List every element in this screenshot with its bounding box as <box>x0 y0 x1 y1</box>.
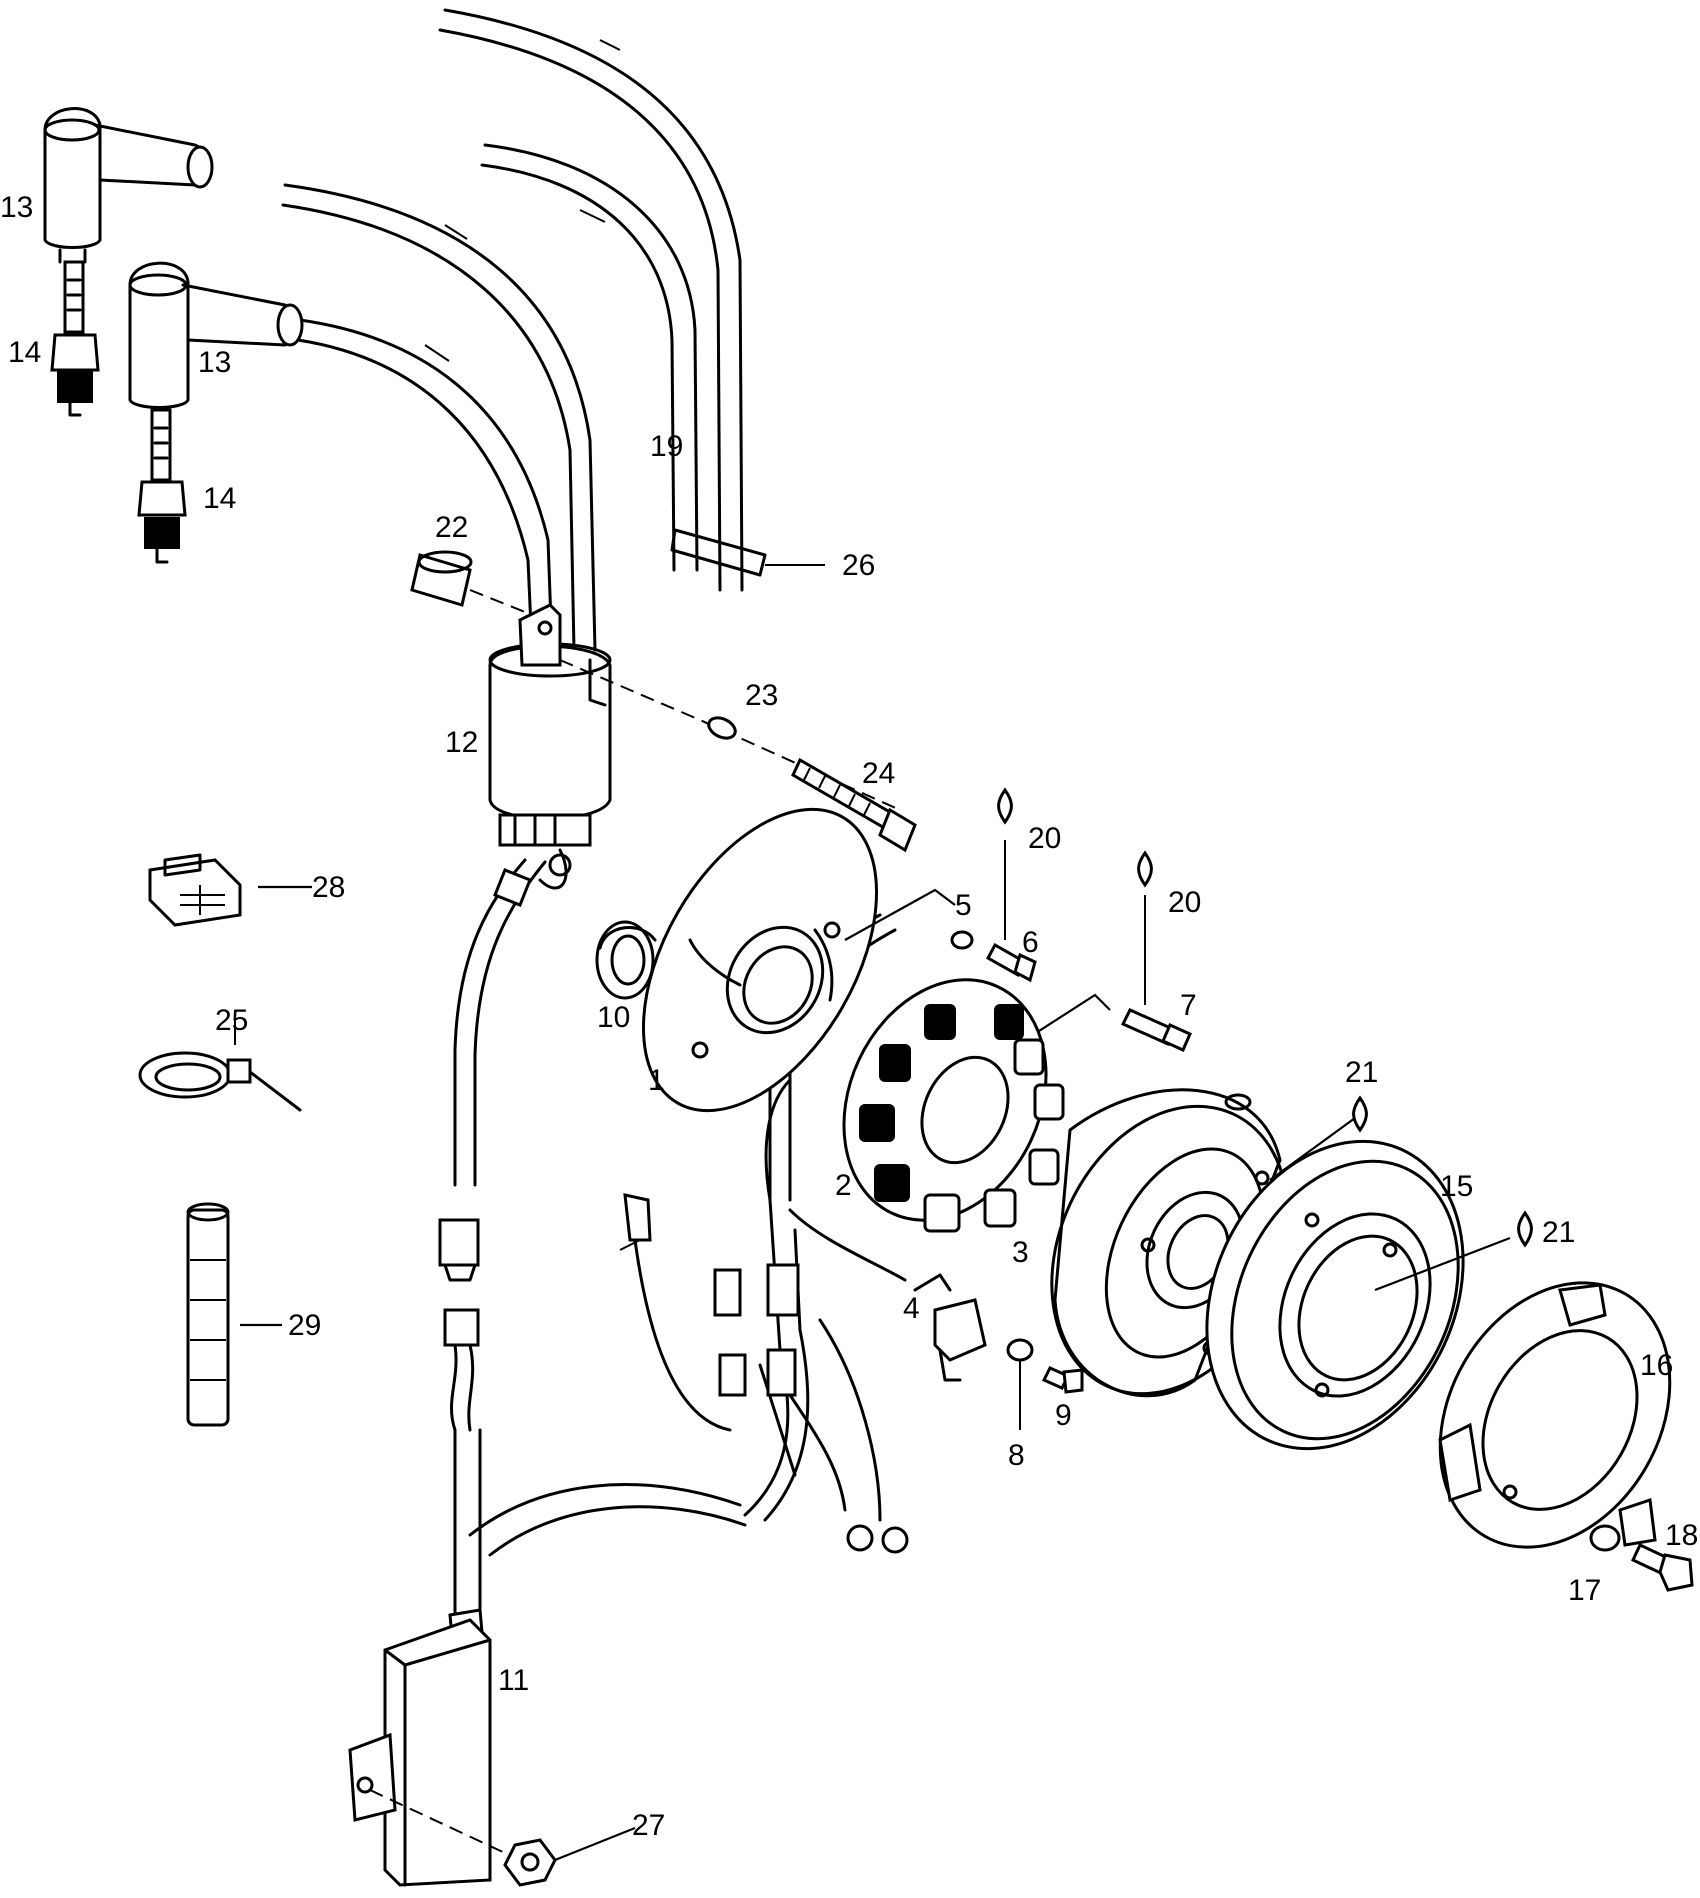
stator-harness <box>468 913 909 1557</box>
callout-12: 12 <box>445 726 478 759</box>
spark-plug-lower <box>137 408 187 564</box>
grease-drop-21b <box>1517 1210 1533 1248</box>
callout-labels: 1 2 3 4 5 6 7 8 9 10 11 12 13 13 14 14 1… <box>0 191 1698 1842</box>
callout-9: 9 <box>1055 1399 1072 1432</box>
starter-pulley <box>1438 1281 1672 1549</box>
callout-20b: 20 <box>1168 886 1201 919</box>
cdi-module <box>348 1428 636 1887</box>
coil-screw <box>791 757 917 853</box>
stator-backing-plate <box>641 807 956 1113</box>
callout-14b: 14 <box>203 482 236 515</box>
grease-drop-21a <box>1352 1095 1368 1133</box>
callout-27: 27 <box>632 1809 665 1842</box>
grease-drop-20b <box>1137 850 1153 888</box>
callout-16: 16 <box>1640 1349 1673 1382</box>
lock-washer-17 <box>1589 1524 1621 1552</box>
trigger-coil <box>913 1273 987 1382</box>
callout-14a: 14 <box>8 336 41 369</box>
callout-15: 15 <box>1440 1170 1473 1203</box>
washer-5 <box>950 930 974 950</box>
callout-7: 7 <box>1180 989 1197 1022</box>
flywheel-ring <box>1205 1117 1511 1451</box>
heat-shrink-sleeve <box>186 1202 282 1427</box>
callout-13b: 13 <box>198 346 231 379</box>
callout-26: 26 <box>842 549 875 582</box>
washer-23 <box>707 716 737 740</box>
callout-6: 6 <box>1022 926 1039 959</box>
callout-23: 23 <box>745 679 778 712</box>
callout-10: 10 <box>597 1001 630 1034</box>
callout-5: 5 <box>955 889 972 922</box>
callout-25: 25 <box>215 1004 248 1037</box>
stator <box>842 978 1065 1233</box>
high-tension-wires <box>281 8 825 652</box>
spacer-sleeve <box>410 550 526 613</box>
spark-plug-cap-upper <box>43 107 214 264</box>
cable-tie <box>138 1020 302 1112</box>
callout-20a: 20 <box>1028 822 1061 855</box>
connector-housing <box>148 853 312 927</box>
callout-2: 2 <box>835 1169 852 1202</box>
callout-13a: 13 <box>0 191 33 224</box>
spark-plug-upper <box>50 260 100 417</box>
callout-11: 11 <box>498 1664 529 1697</box>
callout-18: 18 <box>1665 1519 1698 1552</box>
callout-1: 1 <box>648 1064 665 1097</box>
callout-28: 28 <box>312 871 345 904</box>
screw-6 <box>985 840 1037 983</box>
grease-drop-20a <box>997 787 1013 825</box>
callout-21b: 21 <box>1542 1216 1575 1249</box>
screw-9 <box>1041 1366 1084 1394</box>
callout-4: 4 <box>903 1292 920 1325</box>
callout-22: 22 <box>435 511 468 544</box>
callout-19: 19 <box>650 430 683 463</box>
callout-24: 24 <box>862 757 895 790</box>
bolt-18 <box>1631 1543 1694 1592</box>
callout-21a: 21 <box>1345 1056 1378 1089</box>
callout-17: 17 <box>1568 1574 1601 1607</box>
callout-3: 3 <box>1012 1236 1029 1269</box>
spark-plug-cap-lower <box>128 261 304 409</box>
ignition-coil <box>488 603 612 890</box>
grommet <box>595 920 657 1000</box>
screw-7 <box>1024 895 1192 1052</box>
callout-29: 29 <box>288 1309 321 1342</box>
washer-8 <box>1006 1338 1034 1362</box>
coil-wire-harness <box>438 858 547 1432</box>
callout-8: 8 <box>1008 1439 1025 1472</box>
